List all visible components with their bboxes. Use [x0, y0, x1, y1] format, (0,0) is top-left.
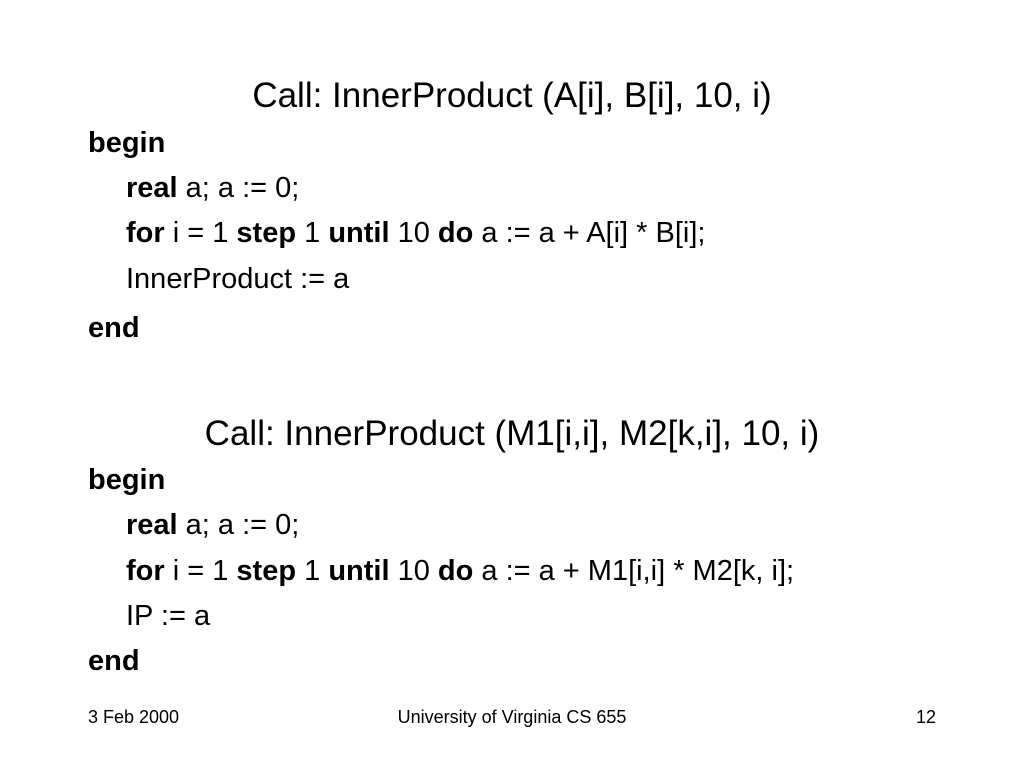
code-text: i = 1: [164, 217, 237, 249]
call-title-2: Call: InnerProduct (M1[i,i], M2[k,i], 10…: [204, 414, 820, 453]
code-text: a; a := 0;: [177, 172, 300, 204]
code-text: a := a + A[i] * B[i];: [473, 217, 706, 249]
keyword-begin: begin: [88, 127, 166, 159]
code-begin-2: begin: [88, 463, 165, 497]
code-line-for-1: for i = 1 step 1 until 10 do a := a + A[…: [126, 216, 705, 250]
keyword-until: until: [328, 217, 390, 249]
keyword-real: real: [126, 509, 178, 541]
keyword-for: for: [126, 555, 165, 587]
keyword-do: do: [437, 555, 474, 587]
keyword-end: end: [88, 645, 140, 677]
code-text: 1: [296, 217, 329, 249]
call-title-1: Call: InnerProduct (A[i], B[i], 10, i): [252, 76, 772, 115]
keyword-step: step: [236, 217, 297, 249]
footer-page-number: 12: [915, 707, 936, 727]
code-begin-1: begin: [88, 126, 165, 160]
keyword-real: real: [126, 172, 178, 204]
code-end-2: end: [88, 644, 140, 678]
keyword-end: end: [88, 312, 140, 344]
footer-date: 3 Feb 2000: [88, 707, 180, 727]
code-line-assign-2: IP := a: [126, 600, 211, 632]
code-text: 10: [389, 555, 438, 587]
code-text: a; a := 0;: [177, 509, 300, 541]
keyword-until: until: [328, 555, 390, 587]
code-line-real-2: real a; a := 0;: [126, 508, 299, 542]
keyword-do: do: [437, 217, 474, 249]
code-text: 10: [389, 217, 438, 249]
code-text: a := a + M1[i,i] * M2[k, i];: [473, 555, 795, 587]
keyword-for: for: [126, 217, 165, 249]
code-line-for-2: for i = 1 step 1 until 10 do a := a + M1…: [126, 554, 794, 588]
keyword-begin: begin: [88, 464, 166, 496]
code-text: 1: [296, 555, 329, 587]
footer-course: University of Virginia CS 655: [397, 707, 627, 727]
code-end-1: end: [88, 311, 140, 345]
code-text: i = 1: [164, 555, 237, 587]
code-line-real-1: real a; a := 0;: [126, 171, 299, 205]
code-line-assign-1: InnerProduct := a: [126, 263, 350, 295]
keyword-step: step: [236, 555, 297, 587]
